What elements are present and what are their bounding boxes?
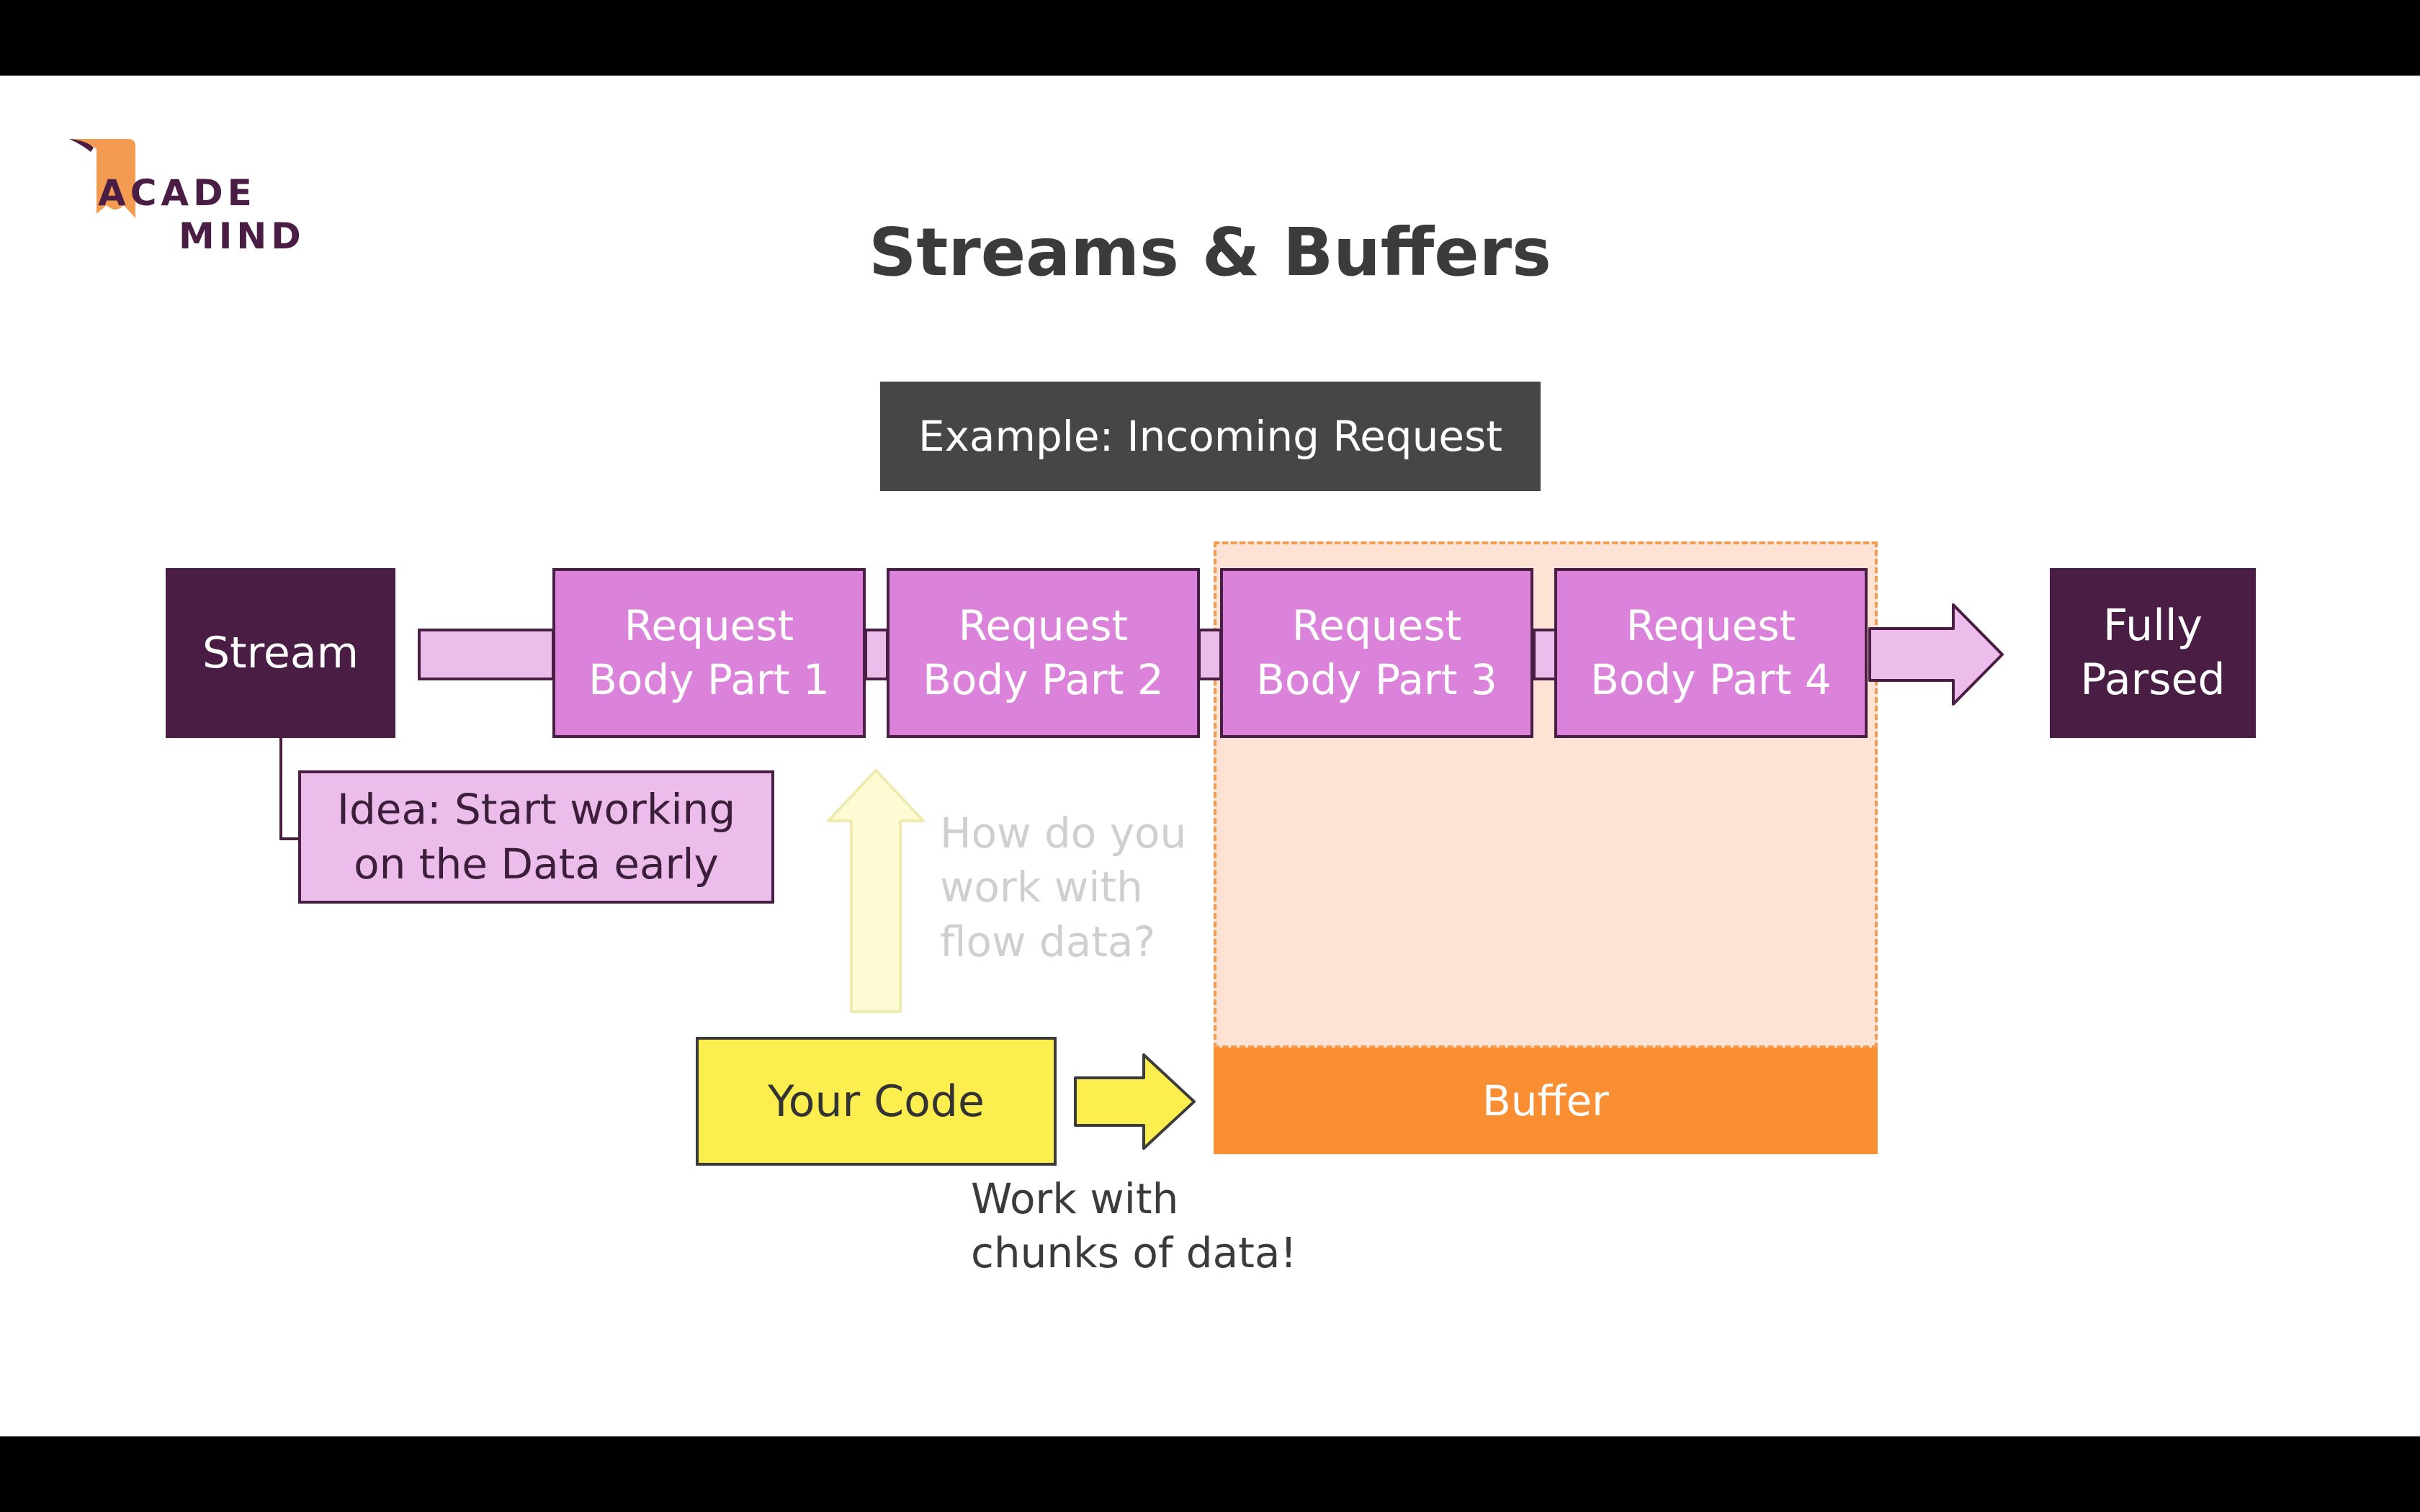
- logo-banner-icon: [69, 139, 135, 218]
- diagram-connectors: [279, 603, 2004, 1150]
- top-letterbox: [0, 0, 2420, 76]
- request-part-2-line-2: Body Part 2: [923, 655, 1164, 704]
- bottom-letterbox: [0, 1436, 2420, 1512]
- buffer-bar: Buffer: [1214, 1048, 1878, 1154]
- slide-title: Streams & Buffers: [869, 213, 1551, 291]
- code-to-buffer-arrow-icon: [1074, 1053, 1196, 1150]
- chunks-line-1: Work with: [971, 1174, 1179, 1223]
- question-line-1: How do you: [940, 809, 1187, 858]
- request-part-1-line-1: Request: [624, 600, 794, 650]
- stream-box: Stream: [166, 568, 395, 738]
- slide: ACADE MIND Streams & Buffers Example: In…: [0, 76, 2420, 1436]
- request-part-1-line-2: Body Part 1: [588, 655, 830, 704]
- chunks-line-2: chunks of data!: [971, 1228, 1297, 1278]
- up-arrow-icon: [827, 769, 925, 1013]
- idea-line-1: Idea: Start working: [336, 785, 736, 834]
- request-part-3-line-1: Request: [1291, 600, 1462, 650]
- logo: ACADE MIND: [65, 133, 324, 284]
- request-part-3-line-2: Body Part 3: [1256, 655, 1497, 704]
- stream-idea-connector: [279, 738, 298, 840]
- logo-line-2: MIND: [179, 215, 305, 257]
- idea-box: Idea: Start working on the Data early: [298, 770, 774, 904]
- idea-line-2: on the Data early: [354, 839, 719, 888]
- example-label: Example: Incoming Request: [880, 382, 1541, 491]
- fully-parsed-line-1: Fully: [2102, 600, 2203, 651]
- fully-parsed-line-2: Parsed: [2080, 654, 2226, 705]
- flow-data-question: How do you work with flow data?: [940, 806, 1250, 979]
- logo-line-1: ACADE: [98, 172, 256, 214]
- request-part-4-line-2: Body Part 4: [1590, 655, 1832, 704]
- question-line-2: work with: [940, 863, 1143, 912]
- flow-bar-1: [418, 629, 555, 680]
- question-line-3: flow data?: [940, 917, 1156, 966]
- request-part-4-line-1: Request: [1626, 600, 1796, 650]
- parsed-arrow-icon: [1868, 603, 2004, 706]
- your-code-box: Your Code: [696, 1037, 1057, 1166]
- watermark-icon: [2312, 1393, 2413, 1419]
- request-part-2-line-1: Request: [958, 600, 1129, 650]
- chunks-text: Work with chunks of data!: [971, 1172, 1403, 1287]
